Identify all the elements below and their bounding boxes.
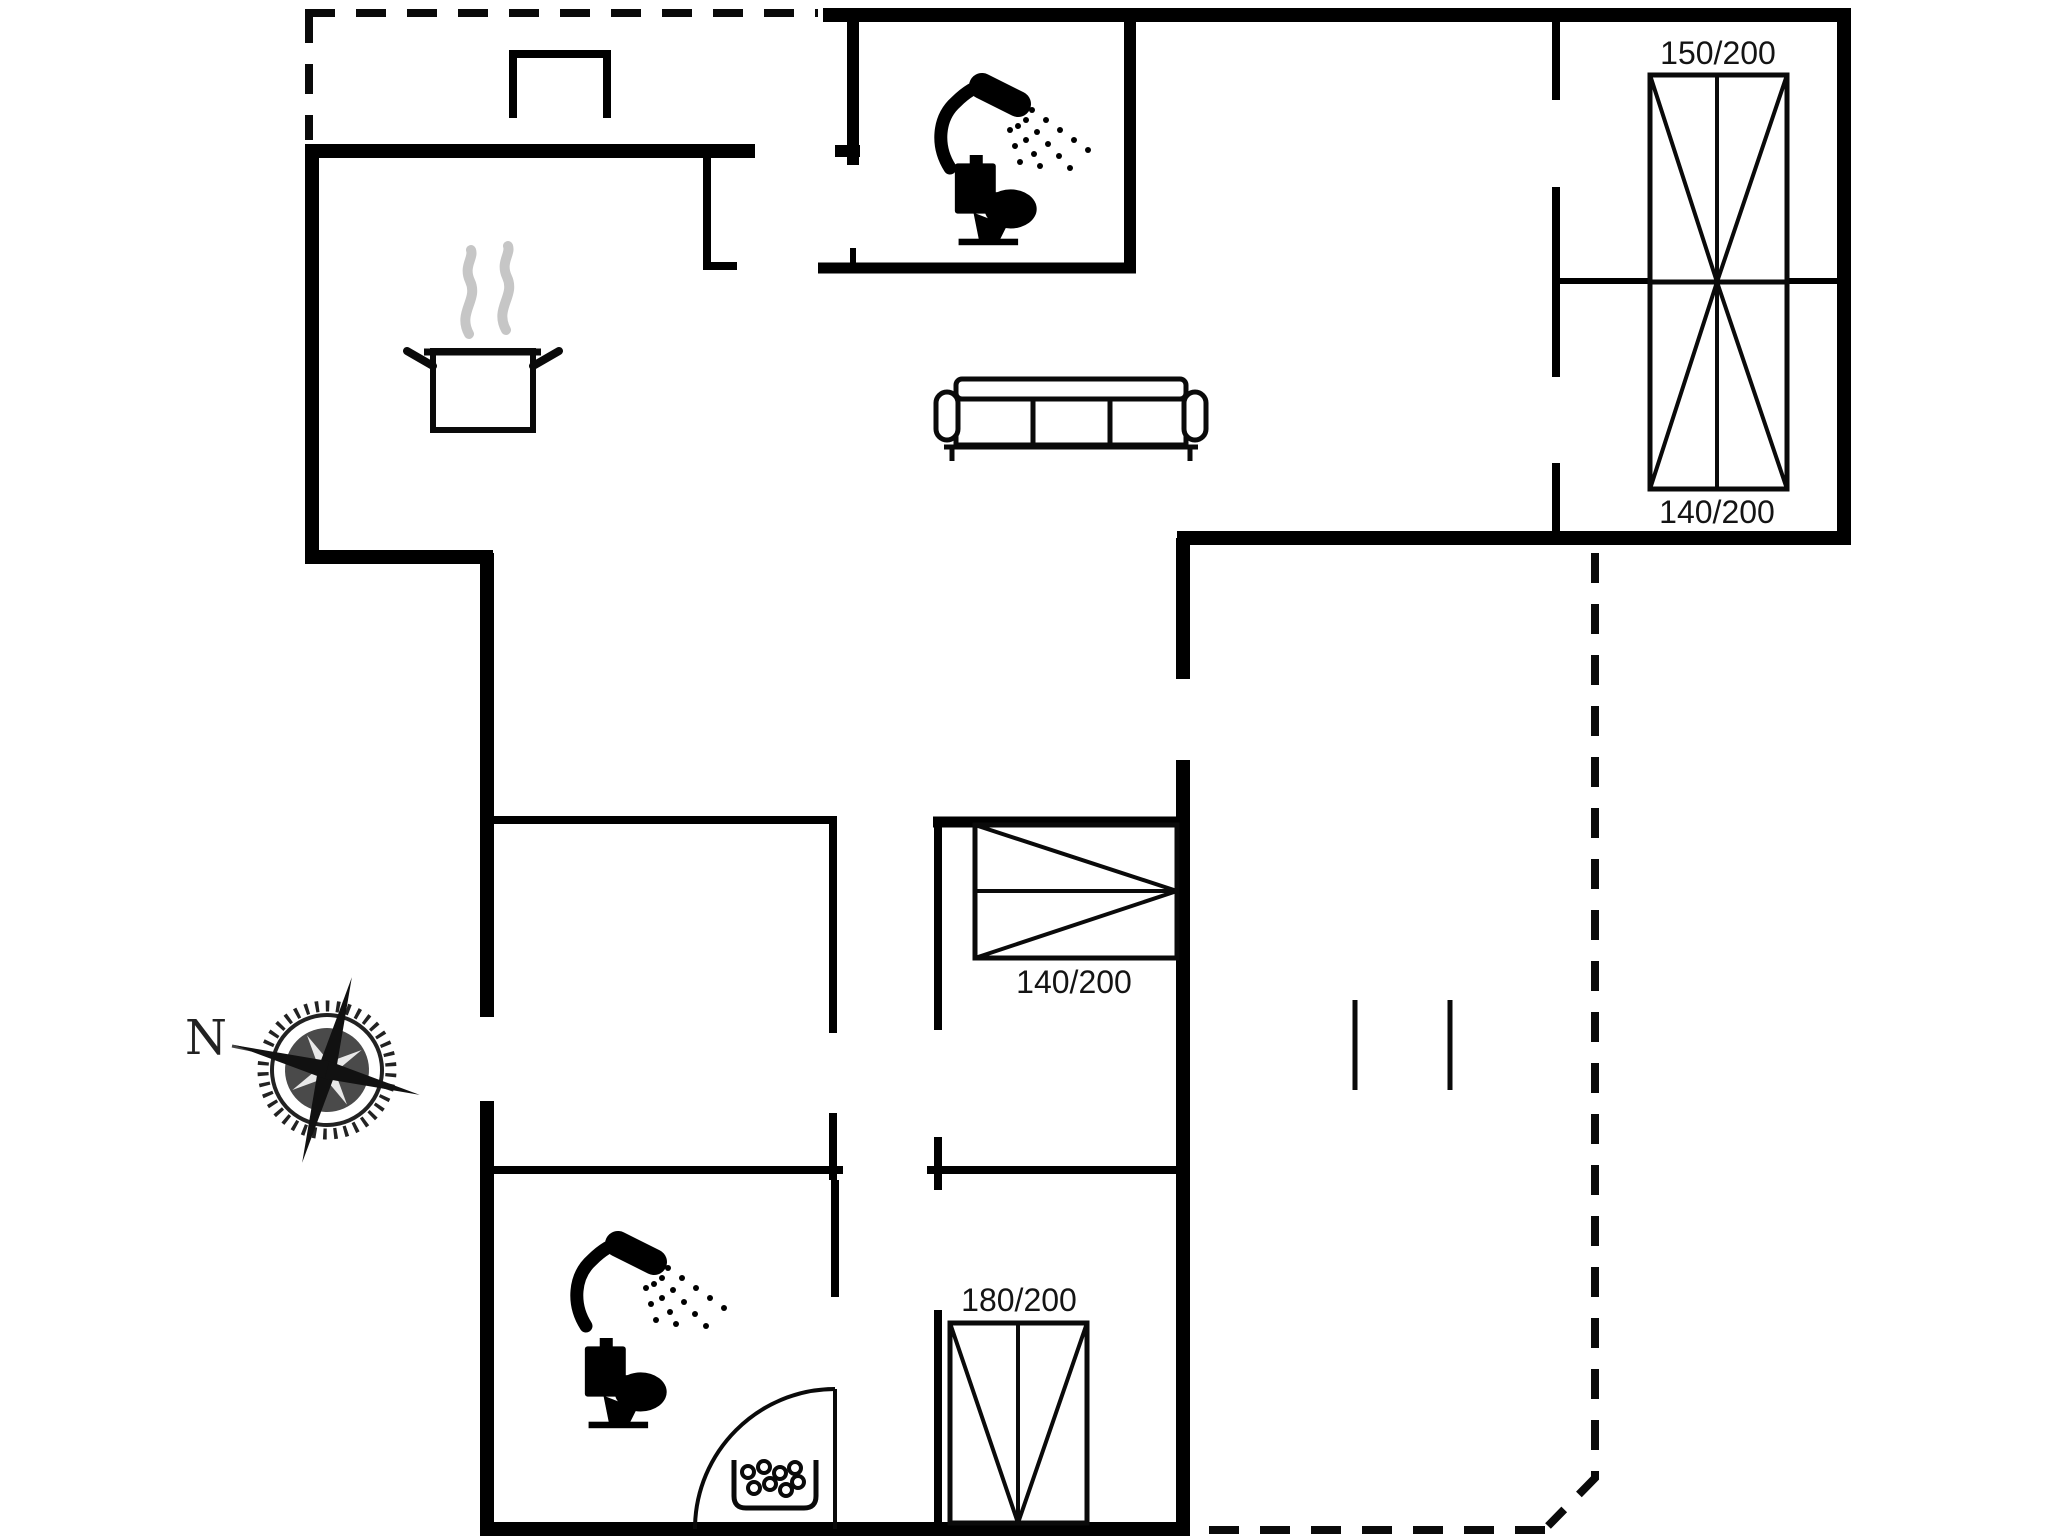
terrace-door-marks (1352, 1000, 1453, 1090)
bed-east (1647, 279, 1790, 492)
shower-tray-icon (731, 1459, 819, 1511)
cooking-pot-icon (403, 241, 563, 433)
exterior-walls (305, 8, 1851, 1536)
compass-north-label: N (185, 1010, 227, 1066)
bed-label-south: 180/200 (961, 1282, 1077, 1318)
compass-rose-icon (231, 977, 420, 1163)
terrace-dashed-boundary (305, 9, 1599, 1534)
bed-label-east: 140/200 (1659, 494, 1775, 530)
door-swing-icon (693, 1387, 837, 1530)
bed-middle (972, 822, 1180, 961)
bed-label-middle: 140/200 (1016, 964, 1132, 1000)
bathroom-north-walls (818, 8, 1136, 274)
bed-northeast (1647, 72, 1790, 285)
bed-label-northeast: 150/200 (1660, 35, 1776, 71)
sofa-icon (933, 376, 1209, 461)
bed-south (947, 1320, 1090, 1526)
steam-icon (460, 241, 515, 339)
chimney-niche (509, 50, 611, 118)
